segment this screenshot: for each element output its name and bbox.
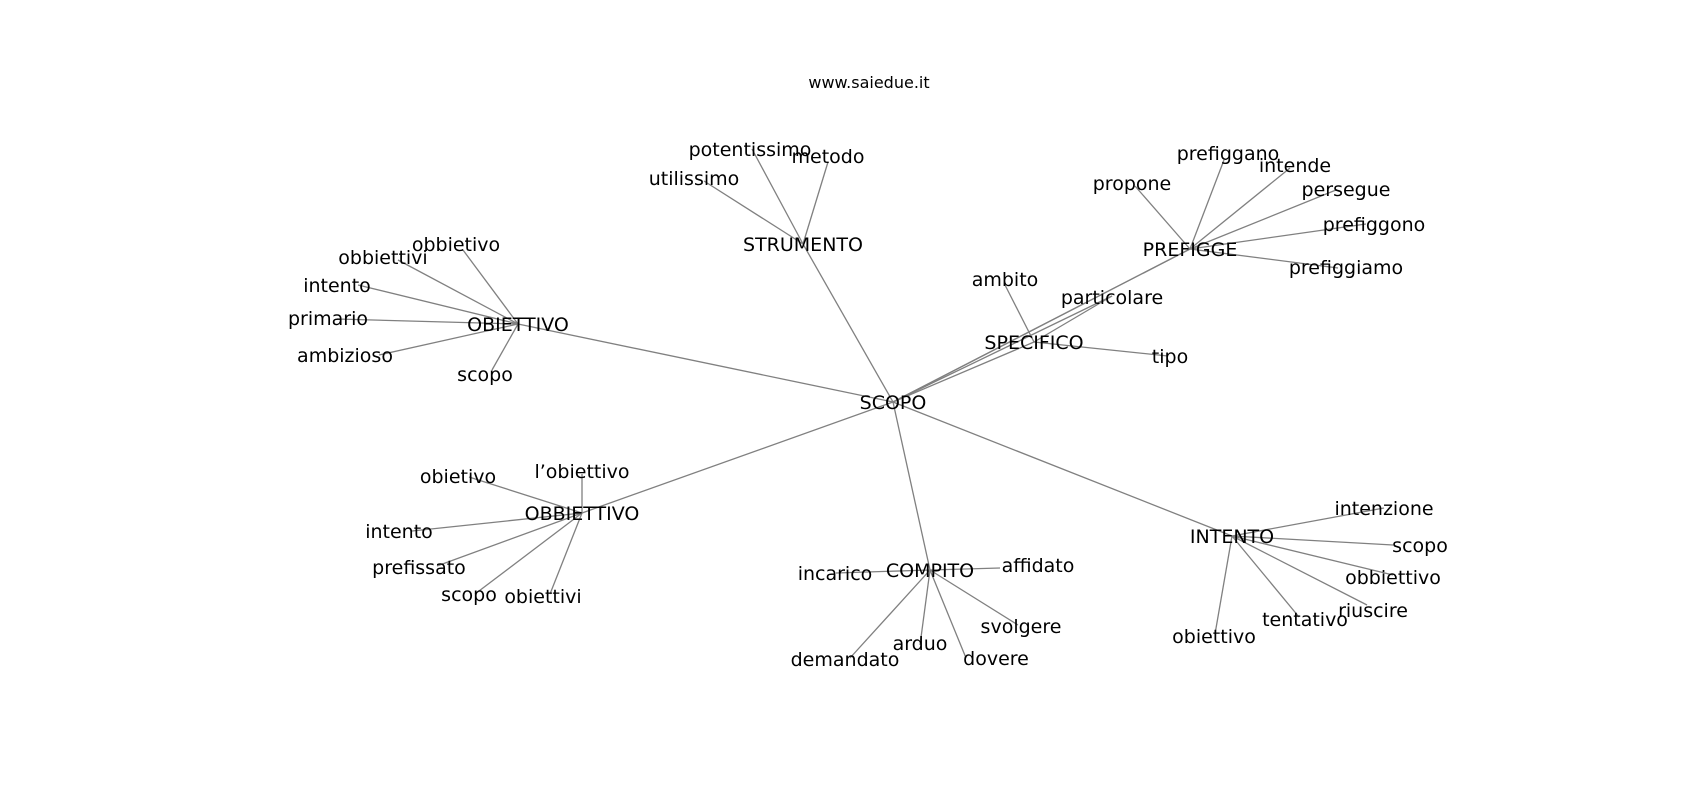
node-center-scopo: SCOPO [860,392,927,414]
node-hub-prefigge: PREFIGGE [1143,239,1238,261]
node-leaf-compito-4: demandato [791,649,900,671]
edge-specifico-leaf-0 [1004,284,1035,343]
edge-intento-leaf-4 [1231,535,1300,618]
node-leaf-intento-2: obbiettivo [1345,567,1441,589]
edge-strumento-leaf-1 [802,161,829,245]
node-leaf-obbiettivo-1: l’obiettivo [534,461,629,483]
edge-compito-leaf-0 [835,569,931,574]
edge-obbiettivo-leaf-2 [411,512,583,532]
edge-obiettivo-leaf-3 [336,318,519,325]
node-leaf-intento-4: tentativo [1262,609,1348,631]
edge-intento-leaf-5 [1214,535,1233,635]
edge-obbiettivo-leaf-0 [468,476,583,514]
node-leaf-specifico-2: tipo [1152,346,1188,368]
node-leaf-compito-1: affidato [1002,555,1075,577]
edge-specifico-leaf-2 [1033,341,1169,357]
node-leaf-obiettivo-2: intento [303,275,371,297]
node-leaf-obiettivo-0: obbietivo [412,234,500,256]
edge-obiettivo-leaf-0 [462,249,519,325]
node-leaf-compito-2: svolgere [981,616,1062,638]
edge-center-obiettivo [517,323,894,403]
site-watermark: www.saiedue.it [808,73,929,92]
edge-compito-leaf-4 [849,569,931,659]
edge-obiettivo-leaf-5 [491,323,519,371]
node-leaf-intento-1: scopo [1392,535,1448,557]
node-hub-intento: INTENTO [1190,526,1274,548]
node-leaf-compito-5: dovere [963,648,1029,670]
node-leaf-intento-5: obiettivo [1172,626,1256,648]
node-leaf-intento-3: riuscire [1338,600,1408,622]
node-hub-obiettivo: OBIETTIVO [467,314,569,336]
node-leaf-compito-0: incarico [798,563,873,585]
edge-compito-leaf-5 [929,569,967,659]
node-leaf-prefigge-0: prefiggano [1177,143,1280,165]
edge-obiettivo-leaf-4 [378,323,519,356]
node-leaf-strumento-2: utilissimo [649,168,740,190]
edge-center-prefigge-direct [892,248,1191,403]
edge-obbiettivo-leaf-3 [436,512,583,567]
edge-prefigge-leaf-3 [1189,189,1337,250]
edge-intento-leaf-0 [1231,507,1385,537]
edge-prefigge-leaf-0 [1189,159,1225,250]
node-leaf-obiettivo-5: scopo [457,364,513,386]
edge-prefigge-leaf-2 [1134,185,1191,250]
node-leaf-obbiettivo-5: obiettivi [504,586,581,608]
node-leaf-specifico-0: ambito [972,269,1039,291]
edge-prefigge-leaf-4 [1189,223,1367,250]
edge-strumento-leaf-0 [751,148,804,245]
node-leaf-strumento-0: potentissimo [689,139,812,161]
node-leaf-obiettivo-4: ambizioso [297,345,393,367]
edge-intento-leaf-1 [1231,535,1394,546]
node-leaf-compito-3: arduo [893,633,948,655]
node-leaf-prefigge-2: propone [1093,173,1172,195]
node-leaf-intento-0: intenzione [1334,498,1433,520]
edge-strumento-leaf-2 [703,180,804,245]
node-leaf-prefigge-1: intende [1259,155,1331,177]
graph-labels: www.saiedue.it SCOPO STRUMENTO potentissim… [288,73,1448,671]
node-leaf-specifico-1: particolare [1061,287,1163,309]
edge-intento-leaf-2 [1231,535,1394,576]
edge-center-strumento [802,243,894,403]
edge-center-intento [892,401,1233,537]
node-leaf-obiettivo-1: obbiettivi [338,247,427,269]
edge-center-specifico [892,341,1035,403]
node-hub-compito: COMPITO [886,560,974,582]
node-leaf-obbiettivo-2: intento [365,521,433,543]
edge-compito-leaf-3 [919,569,931,646]
node-hub-specifico: SPECIFICO [984,332,1083,354]
node-leaf-prefigge-5: prefiggiamo [1289,257,1403,279]
edge-specifico-leaf-1 [1033,295,1113,343]
node-leaf-prefigge-4: prefiggono [1323,214,1426,236]
edge-center-obbiettivo [581,401,894,514]
edge-obiettivo-leaf-2 [357,284,519,325]
edge-compito-leaf-1 [929,567,1001,571]
node-leaf-strumento-1: metodo [792,146,865,168]
edge-obiettivo-leaf-1 [397,259,519,325]
edge-center-compito [892,401,931,571]
node-leaf-obiettivo-3: primario [288,308,368,330]
node-hub-obbiettivo: OBBIETTIVO [525,503,640,525]
node-leaf-obbiettivo-3: prefissato [372,557,466,579]
edge-prefigge-leaf-5 [1189,248,1339,269]
edge-center-particolare [892,295,1113,403]
node-hub-strumento: STRUMENTO [743,234,863,256]
edge-compito-leaf-2 [929,569,1019,626]
edge-intento-leaf-3 [1231,535,1368,606]
node-leaf-prefigge-3: persegue [1302,179,1391,201]
edge-prefigge-leaf-1 [1189,167,1291,250]
node-leaf-obbiettivo-4: scopo [441,584,497,606]
graph-edges [336,148,1394,659]
edge-obbiettivo-leaf-5 [549,512,583,595]
edge-obbiettivo-leaf-4 [474,512,583,595]
node-leaf-obbiettivo-0: obietivo [420,466,496,488]
